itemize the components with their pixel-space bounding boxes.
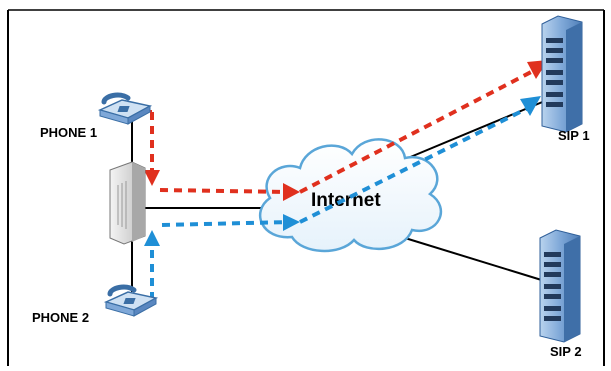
diagram-frame — [7, 9, 605, 366]
sip2-server-rack-icon — [539, 229, 581, 343]
phone1-desk-phone-icon — [97, 92, 153, 125]
sip2-label: SIP 2 — [550, 344, 582, 359]
internet-label: Internet — [311, 190, 381, 211]
arrow-right-icon — [283, 214, 300, 231]
phone2-label: PHONE 2 — [32, 310, 89, 325]
arrow-up-right-icon — [520, 96, 541, 116]
sip1-server-rack-icon — [541, 15, 583, 133]
arrow-right-icon — [283, 183, 300, 201]
phone1-label: PHONE 1 — [40, 125, 97, 140]
flow-phone2-arrowheads — [144, 96, 541, 246]
sip1-label: SIP 1 — [558, 128, 590, 143]
voip-gateway-icon — [109, 161, 146, 245]
arrow-up-icon — [144, 230, 160, 246]
arrow-down-icon — [144, 170, 160, 186]
link-internet-sip2 — [404, 237, 549, 283]
phone2-desk-phone-icon — [103, 284, 159, 317]
